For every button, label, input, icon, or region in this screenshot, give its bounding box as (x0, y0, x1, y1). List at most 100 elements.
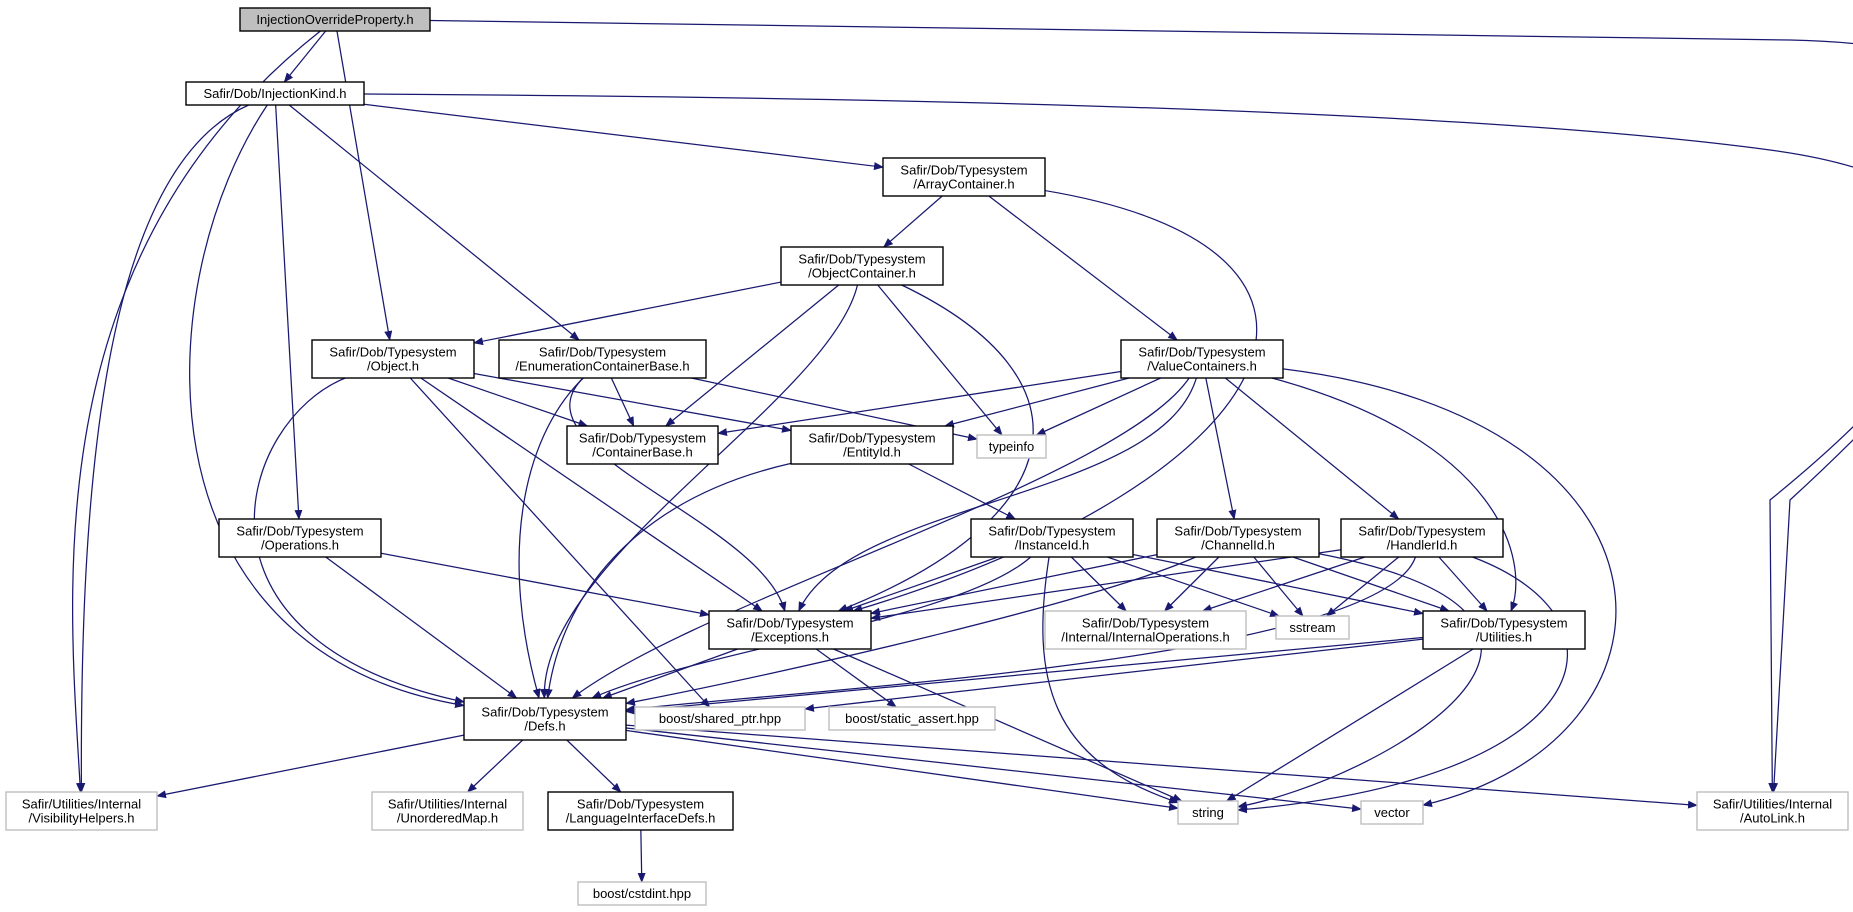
node-label: Safir/Dob/Typesystem (481, 705, 608, 720)
edge-root-to-object (336, 30, 393, 341)
node-label: vector (1374, 805, 1410, 820)
node-instanceid[interactable]: Safir/Dob/Typesystem/InstanceId.h (970, 518, 1134, 558)
edge-exceptions-to-defs (601, 648, 738, 699)
node-injectionkind[interactable]: Safir/Dob/InjectionKind.h (185, 81, 365, 106)
edge-arraycontainer-to-valuecontainers (988, 195, 1178, 341)
node-langdefs[interactable]: Safir/Dob/Typesystem/LanguageInterfaceDe… (547, 791, 734, 831)
node-box (1275, 615, 1350, 640)
node-enumcontainerbase[interactable]: Safir/Dob/Typesystem/EnumerationContaine… (498, 339, 707, 379)
node-box (1120, 339, 1284, 379)
node-containerbase[interactable]: Safir/Dob/Typesystem/ContainerBase.h (566, 425, 719, 465)
node-label: Safir/Dob/Typesystem (236, 524, 363, 539)
edge-operations-to-defs (325, 556, 518, 699)
node-box (1422, 610, 1586, 650)
node-label: boost/shared_ptr.hpp (659, 711, 781, 726)
edge-valuecontainers-to-vector (1282, 368, 1617, 808)
edge-arraycontainer-to-objectcontainer (883, 195, 943, 248)
node-label: typeinfo (989, 439, 1035, 454)
edge-defs-to-string (625, 729, 1179, 811)
edge-enumcontainerbase-to-containerbase (610, 377, 635, 427)
node-label: Safir/Utilities/Internal (22, 797, 141, 812)
node-label: string (1192, 805, 1224, 820)
node-box (185, 81, 365, 106)
node-utilities[interactable]: Safir/Dob/Typesystem/Utilities.h (1422, 610, 1586, 650)
edge-handlerid-to-string (1237, 556, 1569, 814)
edge-channelid-to-sstream (1253, 556, 1304, 617)
node-object[interactable]: Safir/Dob/Typesystem/Object.h (311, 339, 475, 379)
node-unorderedmap: Safir/Utilities/Internal/UnorderedMap.h (371, 791, 524, 831)
edge-handlerid-to-exceptions (870, 549, 1342, 621)
edge-root-to-autolink (429, 19, 1853, 793)
edge-langdefs-to-cstdint (637, 829, 646, 883)
node-label: /ArrayContainer.h (913, 177, 1014, 192)
node-box (1177, 800, 1239, 825)
node-label: Safir/Dob/Typesystem (329, 345, 456, 360)
node-label: /Operations.h (261, 538, 339, 553)
edge-entityid-to-instanceid (908, 463, 1017, 520)
edge-injectionkind-to-defs (189, 104, 465, 708)
node-label: /LanguageInterfaceDefs.h (566, 811, 716, 826)
node-label: /Internal/InternalOperations.h (1061, 630, 1229, 645)
edge-operations-to-exceptions (380, 552, 710, 618)
node-exceptions[interactable]: Safir/Dob/Typesystem/Exceptions.h (708, 610, 872, 650)
node-label: Safir/Dob/Typesystem (726, 616, 853, 631)
edge-valuecontainers-to-entityid (943, 377, 1130, 428)
edge-objectcontainer-to-object (473, 281, 782, 346)
node-box (311, 339, 475, 379)
node-box (498, 339, 707, 379)
node-label: Safir/Utilities/Internal (388, 797, 507, 812)
node-box (1340, 518, 1504, 558)
edge-handlerid-to-sstream (1325, 556, 1400, 617)
node-defs[interactable]: Safir/Dob/Typesystem/Defs.h (463, 697, 627, 741)
node-box (5, 791, 158, 831)
node-label: /VisibilityHelpers.h (29, 811, 135, 826)
edge-channelid-to-string (1237, 553, 1482, 810)
node-arraycontainer[interactable]: Safir/Dob/Typesystem/ArrayContainer.h (882, 157, 1046, 197)
node-box (828, 706, 996, 731)
node-box (463, 697, 627, 741)
node-label: Safir/Dob/Typesystem (1138, 345, 1265, 360)
edge-valuecontainers-to-channelid (1205, 377, 1237, 520)
edge-object-to-exceptions (420, 377, 763, 612)
node-box (1696, 791, 1849, 831)
node-vector: vector (1360, 800, 1424, 825)
node-box (780, 246, 944, 286)
node-label: /Exceptions.h (751, 630, 829, 645)
node-channelid[interactable]: Safir/Dob/Typesystem/ChannelId.h (1156, 518, 1320, 558)
node-label: boost/static_assert.hpp (845, 711, 979, 726)
node-label: sstream (1289, 620, 1335, 635)
node-box (882, 157, 1046, 197)
edge-root-to-visibility (72, 30, 321, 793)
node-box (634, 706, 806, 731)
node-typeinfo: typeinfo (976, 434, 1047, 459)
node-box (790, 425, 954, 465)
edge-handlerid-to-defs (625, 556, 1417, 713)
node-sstream: sstream (1275, 615, 1350, 640)
node-staticassert: boost/static_assert.hpp (828, 706, 996, 731)
node-box (566, 425, 719, 465)
node-handlerid[interactable]: Safir/Dob/Typesystem/HandlerId.h (1340, 518, 1504, 558)
node-root[interactable]: InjectionOverrideProperty.h (239, 7, 431, 32)
node-valuecontainers[interactable]: Safir/Dob/Typesystem/ValueContainers.h (1120, 339, 1284, 379)
node-objectcontainer[interactable]: Safir/Dob/Typesystem/ObjectContainer.h (780, 246, 944, 286)
file-nodes: InjectionOverrideProperty.hSafir/Dob/Inj… (5, 7, 1849, 906)
node-label: /ValueContainers.h (1147, 359, 1257, 374)
node-box (976, 434, 1047, 459)
node-box (1156, 518, 1320, 558)
node-label: /ChannelId.h (1201, 538, 1275, 553)
node-box (239, 7, 431, 32)
node-label: Safir/Dob/Typesystem (1358, 524, 1485, 539)
edge-object-to-containerbase (447, 377, 589, 427)
node-operations[interactable]: Safir/Dob/Typesystem/Operations.h (218, 518, 382, 558)
edge-defs-to-unorderedmap (466, 739, 524, 793)
edge-object-to-entityid (473, 372, 792, 433)
edge-objectcontainer-to-typeinfo (877, 284, 1003, 436)
node-visibility: Safir/Utilities/Internal/VisibilityHelpe… (5, 791, 158, 831)
edge-instanceid-to-sstream (1107, 556, 1280, 617)
node-label: /EnumerationContainerBase.h (515, 359, 689, 374)
edge-instanceid-to-exceptions (843, 556, 999, 612)
node-entityid[interactable]: Safir/Dob/Typesystem/EntityId.h (790, 425, 954, 465)
edge-enumcontainerbase-to-defs (518, 377, 584, 699)
node-box (218, 518, 382, 558)
